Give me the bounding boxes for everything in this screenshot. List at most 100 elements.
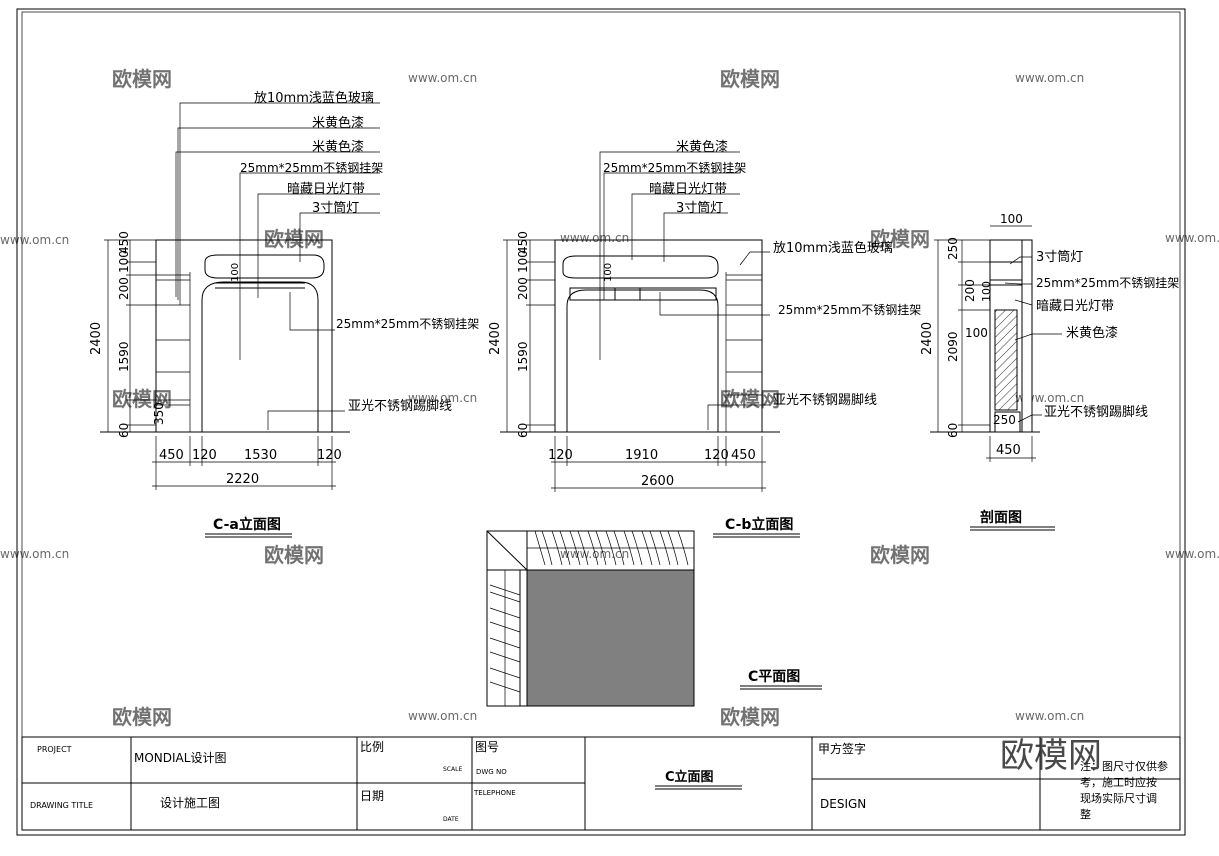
- cb-dim-total-h: 2600: [641, 474, 674, 489]
- cb-dim-h: 1910: [625, 448, 658, 463]
- tb-dwg-en: DWG NO: [476, 768, 507, 776]
- ca-hdim-lines: [152, 436, 336, 490]
- watermark-site: www.om.cn: [1165, 547, 1219, 561]
- tb-center-title: C立面图: [665, 769, 714, 785]
- ca-label: 米黄色漆: [312, 115, 364, 131]
- watermark-site: www.om.cn: [560, 547, 629, 561]
- cb-dim-h: 450: [731, 448, 756, 463]
- section-title: 剖面图: [980, 509, 1022, 526]
- section-label: 3寸筒灯: [1036, 249, 1083, 265]
- plan-room-fill: [526, 569, 695, 707]
- tb-note-line: 注：图尺寸仅供参: [1080, 759, 1168, 773]
- ca-dim-v: 200: [117, 277, 131, 300]
- cb-label: 25mm*25mm不锈钢挂架: [603, 161, 746, 175]
- cb-label: 米黄色漆: [676, 139, 728, 155]
- section-dim-total: 2400: [920, 322, 935, 355]
- tb-note-line: 考，施工时应按: [1080, 775, 1157, 789]
- elevation-cb: 100 米黄色漆 25mm*25mm不锈钢挂架 暗藏日光灯带 3寸筒灯 放10m…: [488, 139, 921, 538]
- watermark-site: www.om.cn: [0, 233, 69, 247]
- tb-project-value: MONDIAL设计图: [134, 751, 226, 765]
- cb-dim-v: 200: [516, 277, 530, 300]
- section-label: 米黄色漆: [1066, 325, 1118, 341]
- section-label: 亚光不锈钢踢脚线: [1044, 404, 1148, 420]
- ca-dim-h: 450: [159, 448, 184, 463]
- ca-label: 米黄色漆: [312, 139, 364, 155]
- watermark-brand: 欧模网: [112, 387, 172, 411]
- ca-label: 25mm*25mm不锈钢挂架: [240, 161, 383, 175]
- watermark-big-logo: 欧模网: [1000, 736, 1102, 776]
- cb-label: 25mm*25mm不锈钢挂架: [778, 303, 921, 317]
- cb-arch-panel: [566, 289, 719, 432]
- ca-label: 25mm*25mm不锈钢挂架: [336, 317, 479, 331]
- section-dim: 450: [996, 443, 1021, 458]
- ca-label: 亚光不锈钢踢脚线: [348, 398, 452, 414]
- tb-dwg-cn: 图号: [475, 740, 499, 754]
- ca-frame: [155, 239, 333, 433]
- ca-dim-v: 1590: [117, 341, 131, 372]
- ca-dim-h: 120: [192, 448, 217, 463]
- ca-dim-v: 450: [117, 231, 131, 254]
- watermark-brand: 欧模网: [870, 543, 930, 567]
- cb-label: 3寸筒灯: [676, 200, 723, 216]
- watermark-site: www.om.cn: [408, 709, 477, 723]
- ca-cove-light: [204, 254, 325, 279]
- tb-date-en: DATE: [443, 816, 459, 823]
- watermark-brand: 欧模网: [264, 227, 324, 251]
- ca-dim-h: 120: [317, 448, 342, 463]
- tb-scale-en: SCALE: [443, 766, 462, 773]
- watermark-brand: 欧模网: [112, 705, 172, 729]
- ca-dim-total-h: 2220: [226, 472, 259, 487]
- cb-hdim-lines: [551, 436, 766, 492]
- watermark-site: www.om.cn: [0, 547, 69, 561]
- ca-title: C-a立面图: [213, 516, 281, 533]
- cb-vdim-lines: [503, 239, 555, 432]
- watermark-brand: 欧模网: [112, 67, 172, 91]
- ca-dim-h: 1530: [244, 448, 277, 463]
- section-skirting: [994, 411, 1021, 433]
- cb-label: 放10mm浅蓝色玻璃: [773, 240, 893, 256]
- section-dim: 250: [946, 237, 960, 260]
- cb-dim-v: 1590: [516, 341, 530, 372]
- cb-leaders: [599, 151, 770, 430]
- watermark-brand: 欧模网: [720, 67, 780, 91]
- ca-label: 暗藏日光灯带: [287, 182, 365, 197]
- watermark-site: www.om.cn: [1015, 709, 1084, 723]
- plan-hangers-top: [527, 530, 694, 566]
- ca-leaders: [175, 102, 380, 430]
- cb-dim-h: 120: [704, 448, 729, 463]
- section-view: 3寸筒灯 25mm*25mm不锈钢挂架 暗藏日光灯带 米黄色漆 亚光不锈钢踢脚线…: [920, 212, 1179, 531]
- cb-label: 暗藏日光灯带: [649, 182, 727, 197]
- watermark-site: www.om.cn: [1165, 231, 1219, 245]
- ca-dim-v: 100: [117, 250, 131, 273]
- section-dim: 100: [965, 326, 988, 340]
- plan-view: C平面图: [486, 530, 822, 707]
- tb-telephone: TELEPHONE: [473, 789, 516, 797]
- section-dim: 100: [980, 281, 993, 302]
- sheet-outer-border: [16, 8, 1186, 836]
- watermark-site: www.om.cn: [408, 391, 477, 405]
- section-dim: 60: [946, 423, 960, 438]
- cb-dim-v: 60: [516, 423, 530, 438]
- watermark-site: www.om.cn: [560, 231, 629, 245]
- ca-inner-dim: 100: [230, 263, 241, 282]
- cb-glass-panel: [569, 287, 717, 301]
- cb-dim-total-v: 2400: [488, 322, 503, 355]
- tb-design: DESIGN: [820, 797, 866, 811]
- watermark-site: www.om.cn: [408, 71, 477, 85]
- cb-dim-v: 450: [516, 231, 530, 254]
- section-label: 暗藏日光灯带: [1036, 299, 1114, 314]
- ca-vdim-lines: [104, 239, 156, 432]
- cb-cove-light: [562, 255, 719, 279]
- section-dim: 2090: [946, 331, 960, 362]
- ca-label: 放10mm浅蓝色玻璃: [254, 90, 374, 106]
- elevation-ca: 100 放10mm浅蓝色玻璃 米黄色漆 米黄色漆 25mm*25mm不锈钢挂架 …: [89, 90, 479, 538]
- section-leaders: [1004, 256, 1062, 423]
- tb-drawing-title-value: 设计施工图: [160, 796, 220, 810]
- watermark-brand: 欧模网: [720, 387, 780, 411]
- ca-dim-total-v: 2400: [89, 322, 104, 355]
- watermark-brand: 欧模网: [870, 227, 930, 251]
- tb-note-line: 现场实际尺寸调: [1080, 791, 1157, 805]
- section-label: 25mm*25mm不锈钢挂架: [1036, 276, 1179, 290]
- cb-dim-h: 120: [548, 448, 573, 463]
